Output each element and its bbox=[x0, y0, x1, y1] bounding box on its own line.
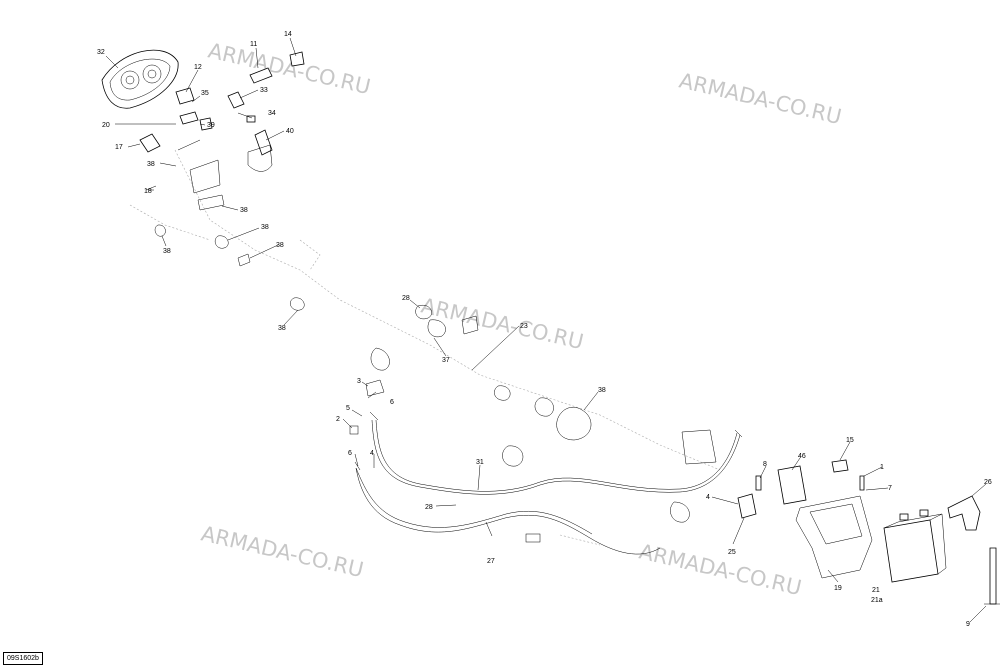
callout-21a: 21a bbox=[871, 597, 883, 604]
callout-5: 5 bbox=[346, 405, 350, 412]
callout-8: 8 bbox=[763, 461, 767, 468]
callout-23: 23 bbox=[520, 323, 528, 330]
watermark: ARMADA-CO.RU bbox=[677, 68, 844, 129]
watermark: ARMADA-CO.RU bbox=[199, 521, 366, 582]
callout-19: 19 bbox=[834, 585, 842, 592]
callout-26: 26 bbox=[984, 479, 992, 486]
callout-38a: 38 bbox=[147, 161, 155, 168]
callout-6a: 6 bbox=[390, 399, 394, 406]
callout-4: 4 bbox=[370, 450, 374, 457]
callout-3: 3 bbox=[357, 378, 361, 385]
callout-27: 27 bbox=[487, 558, 495, 565]
callout-38g: 38 bbox=[598, 387, 606, 394]
callout-12: 12 bbox=[194, 64, 202, 71]
callout-38e: 38 bbox=[163, 248, 171, 255]
callout-11: 11 bbox=[250, 41, 257, 48]
callout-37: 37 bbox=[442, 357, 450, 364]
callout-6b: 6 bbox=[348, 450, 352, 457]
callout-28a: 28 bbox=[402, 295, 410, 302]
callout-25: 25 bbox=[728, 549, 736, 556]
callout-38b: 38 bbox=[240, 207, 248, 214]
callout-33: 33 bbox=[260, 87, 268, 94]
callout-38f: 38 bbox=[278, 325, 286, 332]
callout-40: 40 bbox=[286, 128, 294, 135]
callout-14: 14 bbox=[284, 31, 292, 38]
watermark: ARMADA-CO.RU bbox=[206, 38, 373, 99]
callout-9: 9 bbox=[966, 621, 970, 628]
callout-1: 1 bbox=[880, 464, 884, 471]
leader-lines bbox=[105, 37, 987, 623]
callout-7: 7 bbox=[888, 485, 892, 492]
watermark: ARMADA-CO.RU bbox=[419, 293, 586, 354]
callout-32: 32 bbox=[97, 49, 105, 56]
callout-35: 35 bbox=[201, 90, 209, 97]
watermark: ARMADA-CO.RU bbox=[637, 539, 804, 600]
right-components bbox=[737, 459, 1000, 605]
callout-2: 2 bbox=[336, 416, 340, 423]
callout-21: 21 bbox=[872, 587, 880, 594]
callout-46: 46 bbox=[798, 453, 806, 460]
callout-labels: 32 11 14 12 35 33 20 39 34 40 17 38 18 3… bbox=[97, 31, 992, 628]
callout-17: 17 bbox=[115, 144, 123, 151]
gauge-cluster bbox=[101, 49, 179, 109]
callout-31: 31 bbox=[476, 459, 484, 466]
callout-20: 20 bbox=[102, 122, 110, 129]
callout-34: 34 bbox=[268, 110, 276, 117]
callout-15: 15 bbox=[846, 437, 854, 444]
harness-routing bbox=[129, 149, 721, 546]
drawing-reference: 09S1602b bbox=[3, 652, 43, 665]
callout-38d: 38 bbox=[276, 242, 284, 249]
callout-18: 18 bbox=[144, 188, 152, 195]
callout-4b: 4 bbox=[706, 494, 710, 501]
callout-38c: 38 bbox=[261, 224, 269, 231]
callout-39: 39 bbox=[207, 122, 215, 129]
callout-28b: 28 bbox=[425, 504, 433, 511]
upper-components bbox=[139, 51, 305, 311]
main-harness bbox=[354, 411, 743, 555]
